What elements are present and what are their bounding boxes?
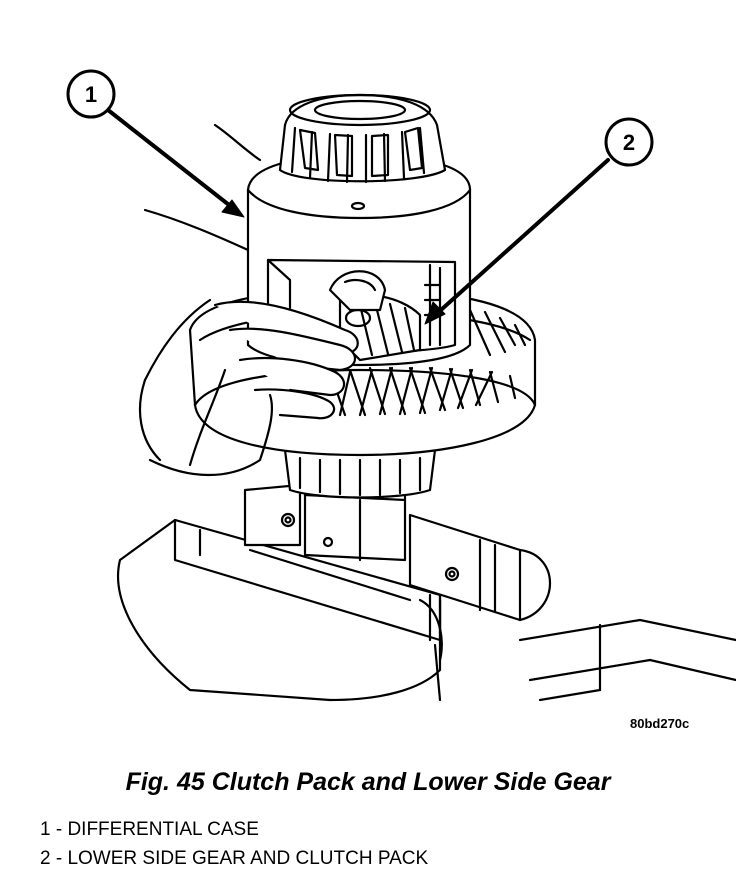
legend: 1 - DIFFERENTIAL CASE 2 - LOWER SIDE GEA… — [40, 815, 428, 873]
figure-title: Fig. 45 Clutch Pack and Lower Side Gear — [125, 768, 611, 796]
hands — [138, 123, 387, 476]
legend-item-1: 1 - DIFFERENTIAL CASE — [40, 819, 259, 840]
callout-1-number: 1 — [85, 82, 97, 107]
callout-leaders — [106, 108, 610, 325]
figure-code: 80bd270c — [630, 716, 690, 731]
callout-2 — [604, 117, 654, 167]
callout-1 — [66, 69, 116, 119]
technical-illustration: 1 2 — [66, 69, 736, 702]
callout-2-number: 2 — [623, 130, 635, 155]
legend-item-2: 2 - LOWER SIDE GEAR AND CLUTCH PACK — [40, 848, 429, 869]
callout-2-leader — [430, 158, 610, 320]
callout-1-leader — [106, 108, 240, 214]
vise — [117, 448, 736, 702]
